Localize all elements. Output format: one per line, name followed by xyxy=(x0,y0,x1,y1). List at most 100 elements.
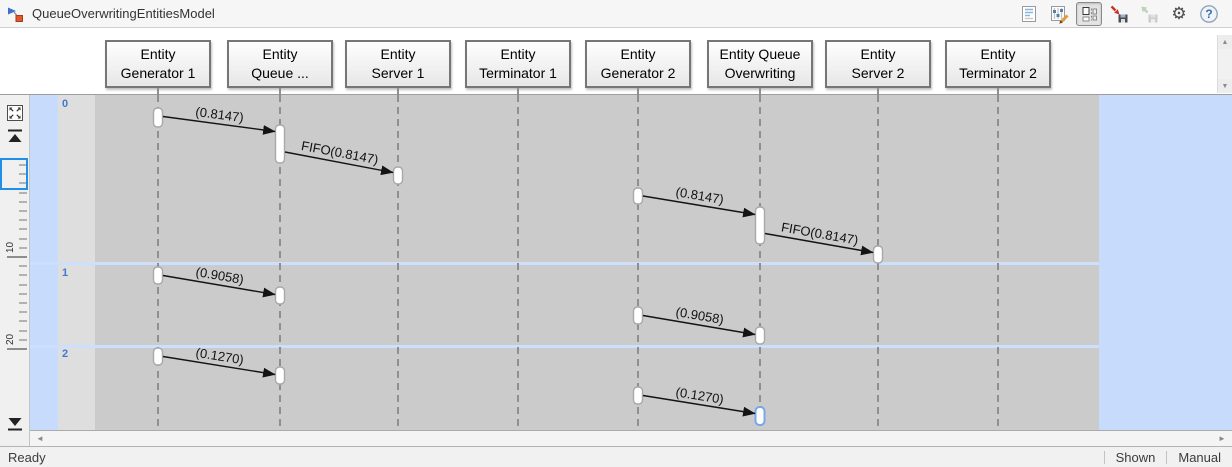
lifeline-stub xyxy=(517,88,519,95)
scroll-down-icon: ▼ xyxy=(1221,82,1229,90)
message-label: (0.8147) xyxy=(675,184,725,207)
sequence-diagram-canvas[interactable]: 0 1 2 (0 xyxy=(30,95,1232,430)
show-blocks-button[interactable] xyxy=(1076,1,1102,26)
message-arrow xyxy=(162,115,276,135)
message-arrow xyxy=(162,355,276,378)
header-label-line: Entity xyxy=(380,46,416,62)
message-arrow xyxy=(162,274,276,298)
time-ruler: 10 20 xyxy=(5,164,27,350)
activation-bar[interactable] xyxy=(754,326,766,345)
edit-parameters-button[interactable] xyxy=(1046,2,1072,26)
lifeline-header-entity-generator-2[interactable]: Entity Generator 2 xyxy=(585,40,691,88)
lifeline-header-entity-queue-1[interactable]: Entity Queue ... xyxy=(227,40,333,88)
lifeline-header-entity-server-2[interactable]: Entity Server 2 xyxy=(825,40,931,88)
lifeline-stub xyxy=(637,88,639,95)
svg-text:?: ? xyxy=(1205,7,1212,21)
header-label-line: Entity Queue xyxy=(719,46,801,62)
message-gen2-to-queueovw-t2[interactable]: (0.1270) xyxy=(642,384,756,417)
activation-bar[interactable] xyxy=(872,245,884,264)
properties-button[interactable] xyxy=(1016,2,1042,26)
message-queueovw-to-server2-t0[interactable]: FIFO(0.8147) xyxy=(764,219,874,256)
activation-bar[interactable] xyxy=(632,386,644,405)
scroll-right-button[interactable]: ► xyxy=(1214,431,1230,446)
scroll-to-top-icon xyxy=(8,129,22,142)
message-gen1-to-queue1-t0[interactable]: (0.8147) xyxy=(162,104,276,135)
activation-bar[interactable] xyxy=(274,124,286,164)
lifeline-header-entity-queue-overwriting[interactable]: Entity Queue Overwriting xyxy=(707,40,813,88)
activation-bar-selected[interactable] xyxy=(754,406,766,426)
time-label-1: 1 xyxy=(62,267,68,279)
status-right-group: Shown Manual xyxy=(1103,447,1232,467)
vertical-scrollbar[interactable]: ▲ ▼ xyxy=(1217,35,1232,93)
scroll-left-button[interactable]: ◄ xyxy=(32,431,48,446)
scroll-to-top-button[interactable] xyxy=(3,127,27,147)
message-label: (0.1270) xyxy=(195,345,245,367)
message-gen2-to-queueovw-t0[interactable]: (0.8147) xyxy=(642,184,756,218)
lifeline-header-entity-terminator-2[interactable]: Entity Terminator 2 xyxy=(945,40,1051,88)
time-label-0: 0 xyxy=(62,98,68,110)
message-label: (0.1270) xyxy=(675,384,725,406)
lifeline-stub xyxy=(157,88,159,95)
activation-bar[interactable] xyxy=(754,206,766,245)
fit-to-view-icon xyxy=(7,105,23,121)
help-button[interactable]: ? xyxy=(1196,2,1222,26)
activation-bar[interactable] xyxy=(392,166,404,185)
status-shown: Shown xyxy=(1115,449,1156,465)
title-bar: QueueOverwritingEntitiesModel xyxy=(0,0,1232,28)
message-label: (0.8147) xyxy=(195,104,245,125)
ruler-viewport-box[interactable] xyxy=(0,158,28,190)
message-arrow xyxy=(284,151,394,176)
left-rail: 10 20 xyxy=(0,95,30,446)
message-gen1-to-queue1-t1[interactable]: (0.9058) xyxy=(162,264,276,298)
model-icon xyxy=(8,7,23,22)
activation-bar[interactable] xyxy=(632,187,644,205)
title-group: QueueOverwritingEntitiesModel xyxy=(0,6,215,22)
header-label-line: Terminator 2 xyxy=(959,65,1037,81)
activation-bar[interactable] xyxy=(274,286,286,305)
activation-bar[interactable] xyxy=(274,366,286,385)
show-blocks-icon xyxy=(1082,6,1097,21)
save-data-button[interactable] xyxy=(1106,2,1132,26)
message-queue1-to-server1-t0[interactable]: FIFO(0.8147) xyxy=(284,138,394,176)
message-arrow xyxy=(642,314,756,338)
sequence-diagram-svg: 0 1 2 (0 xyxy=(30,95,1099,430)
scroll-down-button[interactable]: ▼ xyxy=(1218,79,1232,93)
header-label-line: Overwriting xyxy=(724,65,796,81)
message-arrow xyxy=(764,232,874,256)
activation-bar[interactable] xyxy=(152,347,164,366)
status-bar: Ready Shown Manual xyxy=(0,446,1232,467)
settings-button[interactable]: ⚙ xyxy=(1166,2,1192,26)
properties-icon xyxy=(1022,5,1036,22)
scroll-to-bottom-button[interactable] xyxy=(3,414,27,434)
message-label: (0.9058) xyxy=(195,264,245,287)
header-label-line: Entity xyxy=(860,46,896,62)
fit-to-view-button[interactable] xyxy=(3,101,27,125)
header-label-line: Entity xyxy=(620,46,656,62)
header-label-line: Generator 1 xyxy=(120,65,196,81)
message-arrow xyxy=(642,195,756,218)
save-data-icon xyxy=(1110,5,1128,22)
status-text: Ready xyxy=(8,449,46,465)
activation-bars xyxy=(152,107,884,426)
activation-bar[interactable] xyxy=(632,306,644,325)
header-label-line: Entity xyxy=(140,46,176,62)
window-title: QueueOverwritingEntitiesModel xyxy=(32,6,215,21)
scroll-up-button[interactable]: ▲ xyxy=(1218,35,1232,49)
scroll-to-bottom-icon xyxy=(8,418,22,431)
activation-bar[interactable] xyxy=(152,266,164,285)
activation-bar[interactable] xyxy=(152,107,164,128)
header-label-line: Entity xyxy=(500,46,536,62)
lifeline-header-entity-terminator-1[interactable]: Entity Terminator 1 xyxy=(465,40,571,88)
header-label-line: Queue ... xyxy=(251,65,309,81)
lifeline-header-entity-generator-1[interactable]: Entity Generator 1 xyxy=(105,40,211,88)
header-label-line: Entity xyxy=(262,46,298,62)
message-label: (0.9058) xyxy=(675,304,725,327)
message-gen1-to-queue1-t2[interactable]: (0.1270) xyxy=(162,345,276,378)
ruler-minor-ticks xyxy=(19,164,27,341)
header-label-line: Terminator 1 xyxy=(479,65,557,81)
message-gen2-to-queueovw-t1[interactable]: (0.9058) xyxy=(642,304,756,338)
ruler-major-ticks xyxy=(7,256,27,350)
horizontal-scrollbar[interactable]: ◄ ► xyxy=(30,430,1232,446)
header-label-line: Server 2 xyxy=(851,65,905,81)
lifeline-header-entity-server-1[interactable]: Entity Server 1 xyxy=(345,40,451,88)
